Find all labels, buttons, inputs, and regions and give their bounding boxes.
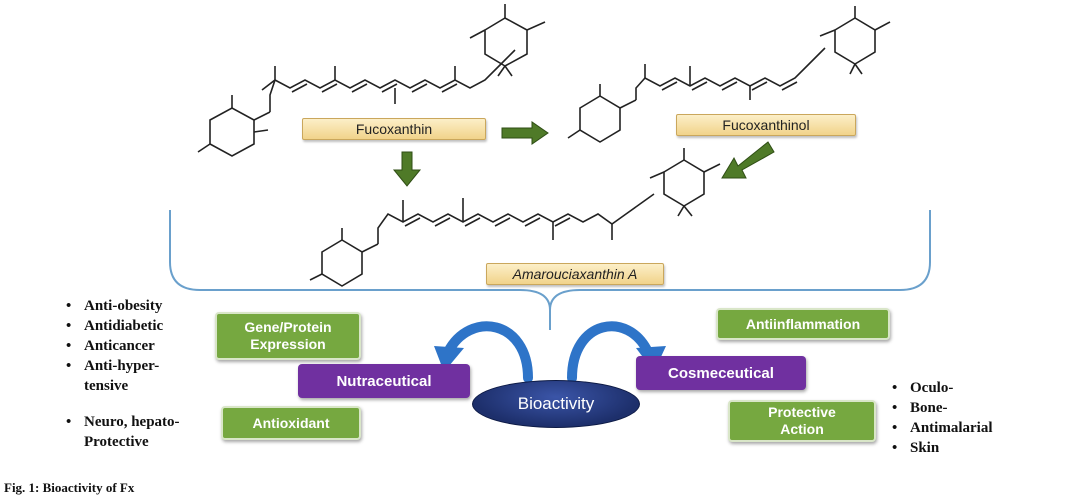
antiinflammation-box: Antiinflammation (716, 308, 890, 340)
list-item: Oculo- (890, 378, 1060, 398)
protective-action-box: Protective Action (728, 400, 876, 442)
list-item: Anticancer (64, 336, 214, 356)
gene-protein-line2: Expression (250, 336, 326, 352)
conversion-arrow-down (392, 151, 422, 187)
fucoxanthinol-label: Fucoxanthinol (676, 114, 856, 136)
list-item: Anti-obesity (64, 296, 214, 316)
protective-line1: Protective (768, 404, 836, 420)
list-item: Neuro, hepato- Protective (64, 412, 214, 452)
conversion-arrow-right (501, 121, 549, 145)
left-bioactivity-list: Anti-obesity Antidiabetic Anticancer Ant… (64, 296, 214, 452)
list-item: Anti-hyper- tensive (64, 356, 214, 396)
bioactivity-ellipse: Bioactivity (472, 380, 640, 428)
conversion-arrow-diagonal (721, 141, 775, 179)
protective-line2: Action (780, 421, 824, 437)
list-item: Antimalarial (890, 418, 1060, 438)
list-item: Antidiabetic (64, 316, 214, 336)
list-item: Skin (890, 438, 1060, 458)
fucoxanthin-label: Fucoxanthin (302, 118, 486, 140)
list-item: Bone- (890, 398, 1060, 418)
gene-protein-line1: Gene/Protein (244, 319, 332, 335)
fucoxanthinol-structure (567, 6, 891, 143)
cosmeceutical-box: Cosmeceutical (636, 356, 806, 390)
figure-caption: Fig. 1: Bioactivity of Fx (4, 480, 135, 495)
nutraceutical-box: Nutraceutical (298, 364, 470, 398)
amarouciaxanthin-structure (309, 148, 721, 287)
fucoxanthin-structure (197, 4, 546, 157)
grouping-bracket (169, 210, 931, 330)
gene-protein-expression-box: Gene/Protein Expression (215, 312, 361, 360)
antioxidant-box: Antioxidant (221, 406, 361, 440)
right-bioactivity-list: Oculo- Bone- Antimalarial Skin (890, 378, 1060, 458)
amarouciaxanthin-label: Amarouciaxanthin A (486, 263, 664, 285)
